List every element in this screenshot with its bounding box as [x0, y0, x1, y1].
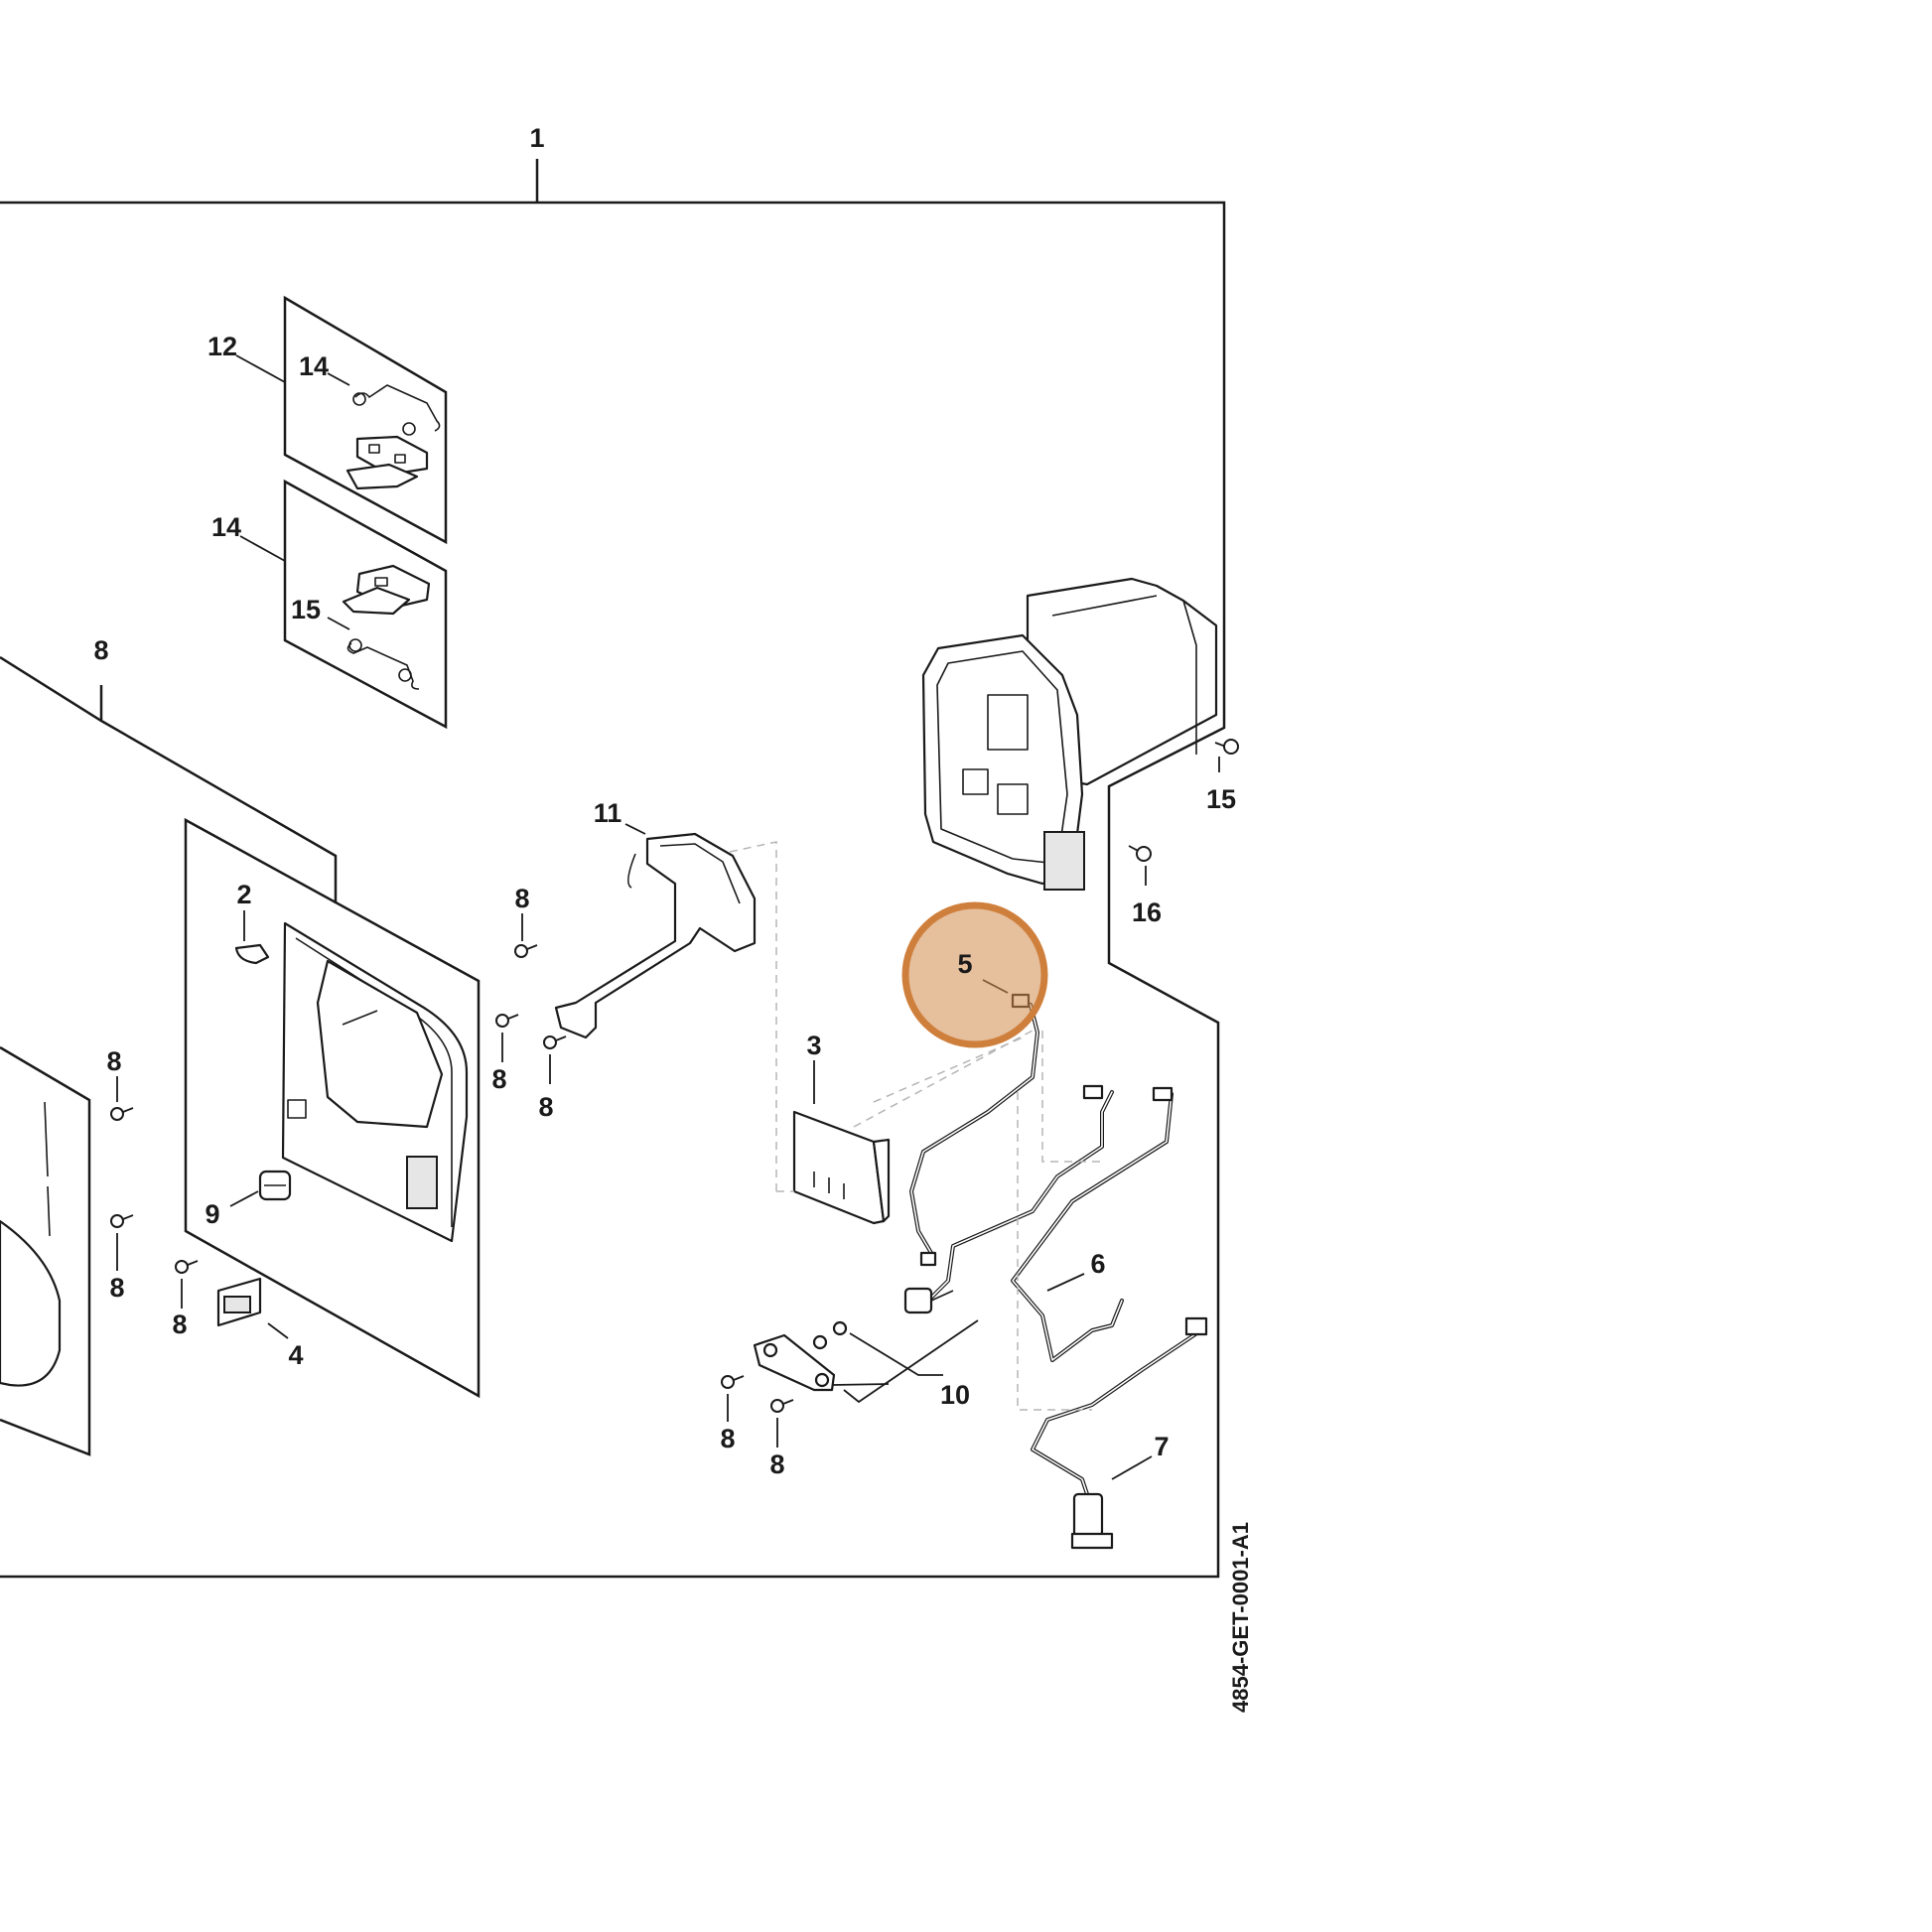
screw-16-bottom — [1128, 845, 1152, 862]
switch-4 — [216, 1277, 262, 1327]
callout-16a: 15 — [1206, 784, 1236, 814]
callout-7: 7 — [1154, 1432, 1169, 1461]
assembly-frame — [0, 159, 1226, 1579]
front-housing-9 — [281, 921, 469, 1243]
callout-16b: 16 — [1132, 897, 1162, 927]
callout-6: 6 — [1090, 1249, 1105, 1279]
callout-5: 5 — [957, 949, 972, 979]
callout-9: 8 — [93, 635, 108, 665]
control-module-3 — [792, 1110, 891, 1225]
callout-8c: 8 — [172, 1310, 187, 1339]
callout-11: 10 — [940, 1380, 970, 1410]
callout-labels: 1 2 3 4 5 6 7 8 8 8 8 8 8 8 8 8 9 10 11 … — [93, 123, 1236, 1479]
callout-8a: 8 — [106, 1046, 121, 1076]
drawing-id: 4854-GET-0001-A1 — [1228, 1522, 1253, 1713]
screw-8d — [514, 944, 538, 958]
screw-8b — [110, 1214, 134, 1228]
hinge-bottom — [342, 564, 431, 690]
callout-3: 3 — [806, 1031, 821, 1060]
side-panel-left — [0, 1101, 62, 1387]
subframe-front-panel — [184, 817, 481, 1399]
callout-8e: 8 — [491, 1064, 506, 1094]
subframe-hinge-bottom — [283, 479, 448, 730]
subframe-housing-9 — [0, 655, 338, 903]
callout-15a: 14 — [299, 351, 329, 381]
bracket-11 — [753, 1320, 848, 1392]
screw-8f — [543, 1035, 567, 1049]
screw-8a — [110, 1107, 134, 1121]
knob-10 — [258, 1170, 292, 1201]
screws-8 — [110, 944, 794, 1413]
callout-10: 9 — [205, 1199, 219, 1229]
callout-14b: 14 — [211, 512, 241, 542]
callout-8b: 8 — [109, 1273, 124, 1303]
clip-2 — [234, 943, 270, 965]
highlight-circle-part-5 — [901, 901, 1048, 1048]
callout-2: 2 — [236, 880, 251, 909]
cable-6 — [926, 1084, 1173, 1362]
callout-8h: 8 — [769, 1449, 784, 1479]
bracket-12 — [554, 832, 757, 1039]
callout-4: 4 — [288, 1340, 303, 1370]
callout-15b: 15 — [291, 595, 321, 624]
callout-14a: 12 — [207, 332, 237, 361]
callout-8d: 8 — [514, 884, 529, 913]
connector-element — [903, 1287, 954, 1314]
callout-8f: 8 — [538, 1092, 553, 1122]
assembly-guides — [729, 841, 1102, 1411]
subframe-hinge-top — [283, 295, 448, 545]
screw-8e — [495, 1014, 519, 1028]
screw-8h — [770, 1399, 794, 1413]
callout-12: 11 — [594, 798, 622, 828]
callout-8g: 8 — [720, 1424, 735, 1453]
screw-16-top — [1214, 739, 1239, 755]
screw-8c — [175, 1260, 199, 1274]
tank-housing — [921, 577, 1218, 891]
screw-8g — [721, 1375, 745, 1389]
hinge-top — [345, 384, 441, 490]
subframe-left-panel — [0, 1045, 91, 1456]
callout-1: 1 — [529, 123, 544, 153]
sensor-cable-7 — [1031, 1316, 1208, 1550]
leader-lines — [116, 354, 1220, 1480]
